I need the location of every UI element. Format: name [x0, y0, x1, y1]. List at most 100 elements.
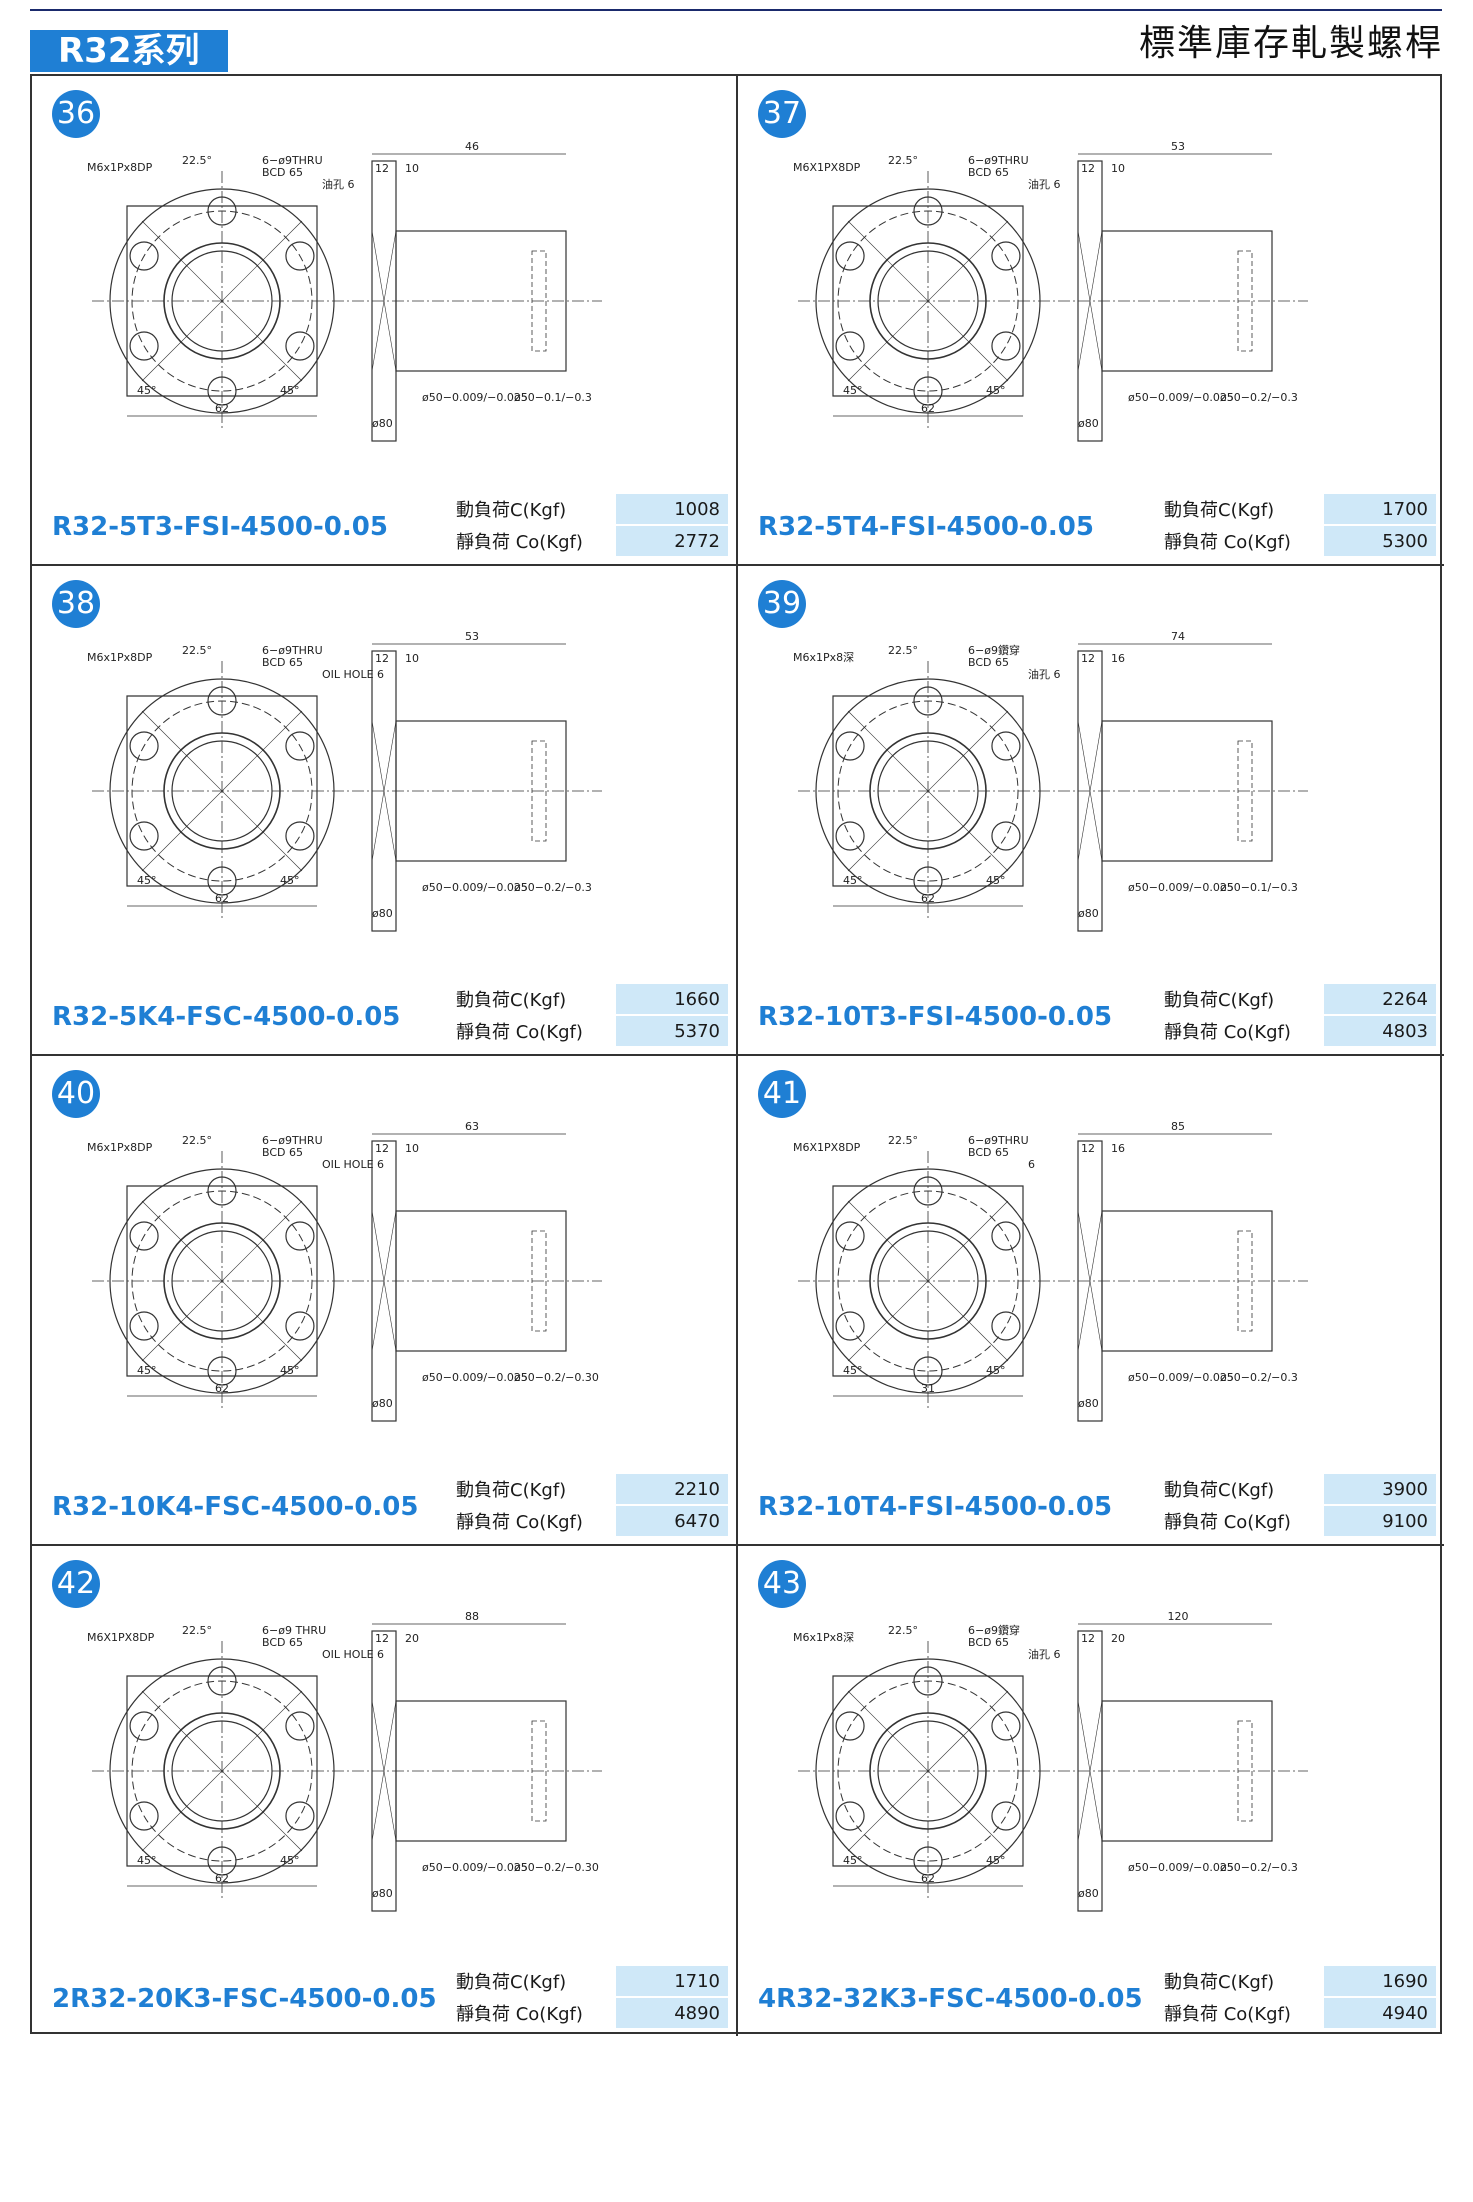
angle-note: 45° [280, 874, 300, 887]
angle-note: 45° [137, 1364, 157, 1377]
length-dimension: 53 [465, 630, 479, 643]
holes-note: 6−ø9 THRU [262, 1624, 326, 1637]
length-dimension: 88 [465, 1610, 479, 1623]
dynamic-load-value: 1700 [1324, 494, 1436, 526]
cross-line [371, 1210, 397, 1352]
angle-note: 22.5° [182, 1134, 212, 1147]
diameter-tolerance: ø50−0.2/−0.3 [1220, 1861, 1298, 1874]
width-dimension: 10 [1111, 162, 1125, 175]
mounting-hole [129, 1221, 159, 1251]
oil-hole-note: 油孔 6 [1028, 667, 1061, 681]
cross-line [371, 1700, 397, 1842]
item-number-badge: 41 [758, 1070, 806, 1118]
dynamic-load-label: 動負荷C(Kgf) [448, 1966, 616, 1998]
mounting-hole [991, 331, 1021, 361]
width-dimension: 31 [921, 1382, 935, 1395]
oil-hole-note: OIL HOLE 6 [322, 1158, 384, 1171]
width-dimension: 10 [405, 652, 419, 665]
width-dimension: 62 [921, 1872, 935, 1885]
mounting-hole [285, 1311, 315, 1341]
bcd-note: BCD 65 [262, 656, 303, 669]
static-load-value: 2772 [616, 525, 728, 558]
diag-line [141, 1200, 303, 1362]
angle-note: 45° [137, 874, 157, 887]
angle-note: 22.5° [888, 1624, 918, 1637]
mounting-hole [285, 331, 315, 361]
item-number-badge: 36 [52, 90, 100, 138]
flange-width-dimension: 12 [375, 162, 389, 175]
length-dimension: 53 [1171, 140, 1185, 153]
length-dimension: 85 [1171, 1120, 1185, 1133]
static-load-label: 靜負荷 Co(Kgf) [1156, 1015, 1324, 1048]
document-title: 標準庫存軋製螺桿 [1138, 23, 1443, 64]
load-table: 動負荷C(Kgf) 2210 靜負荷 Co(Kgf) 6470 [448, 1474, 728, 1538]
item-number-badge: 43 [758, 1560, 806, 1608]
diameter-tolerance: ø50−0.009/−0.025 [422, 391, 528, 404]
mounting-hole [129, 241, 159, 271]
mounting-hole [835, 1221, 865, 1251]
flange-diameter: ø80 [1078, 417, 1099, 430]
angle-note: 45° [986, 384, 1006, 397]
cross-line [1077, 230, 1103, 372]
static-load-value: 4890 [616, 1997, 728, 2030]
angle-note: 45° [843, 384, 863, 397]
static-load-value: 6470 [616, 1505, 728, 1538]
length-dimension: 46 [465, 140, 479, 153]
diag-line [847, 1690, 1009, 1852]
diameter-tolerance: ø50−0.2/−0.3 [1220, 1371, 1298, 1384]
holes-note: 6−ø9THRU [968, 154, 1029, 167]
angle-note: 45° [137, 384, 157, 397]
mounting-hole [835, 821, 865, 851]
flange-diameter: ø80 [1078, 1887, 1099, 1900]
mounting-hole [285, 731, 315, 761]
flange-width-dimension: 12 [1081, 1632, 1095, 1645]
diameter-tolerance: ø50−0.009/−0.025 [422, 881, 528, 894]
static-load-label: 靜負荷 Co(Kgf) [1156, 525, 1324, 558]
diameter-tolerance: ø50−0.1/−0.3 [1220, 881, 1298, 894]
model-number: R32-10T3-FSI-4500-0.05 [758, 1002, 1113, 1032]
width-dimension: 16 [1111, 652, 1125, 665]
dynamic-load-value: 1008 [616, 494, 728, 526]
static-load-label: 靜負荷 Co(Kgf) [448, 1997, 616, 2030]
diameter-tolerance: ø50−0.009/−0.025 [1128, 391, 1234, 404]
mounting-hole [991, 1221, 1021, 1251]
holes-note: 6−ø9THRU [262, 154, 323, 167]
bcd-note: BCD 65 [262, 166, 303, 179]
diameter-tolerance: ø50−0.2/−0.30 [514, 1371, 599, 1384]
thread-note: M6X1PX8DP [87, 1631, 155, 1644]
thread-note: M6X1PX8DP [793, 161, 861, 174]
oil-hole-note: 油孔 6 [1028, 177, 1061, 191]
item-number-badge: 42 [52, 1560, 100, 1608]
flange-width-dimension: 12 [375, 1142, 389, 1155]
cross-line [1077, 1700, 1103, 1842]
load-table: 動負荷C(Kgf) 1008 靜負荷 Co(Kgf) 2772 [448, 494, 728, 558]
load-table: 動負荷C(Kgf) 2264 靜負荷 Co(Kgf) 4803 [1156, 984, 1436, 1048]
item-number-badge: 39 [758, 580, 806, 628]
width-dimension: 16 [1111, 1142, 1125, 1155]
diag-line [847, 220, 1009, 382]
angle-note: 22.5° [888, 644, 918, 657]
dynamic-load-value: 3900 [1324, 1474, 1436, 1506]
width-dimension: 20 [1111, 1632, 1125, 1645]
flange-width-dimension: 12 [375, 1632, 389, 1645]
width-dimension: 62 [215, 892, 229, 905]
flange-width-dimension: 12 [1081, 1142, 1095, 1155]
thread-note: M6x1Px8深 [793, 651, 854, 664]
static-load-value: 4940 [1324, 1997, 1436, 2030]
mounting-hole [129, 1801, 159, 1831]
oil-hole-note: OIL HOLE 6 [322, 668, 384, 681]
static-load-label: 靜負荷 Co(Kgf) [448, 525, 616, 558]
model-number: R32-5T4-FSI-4500-0.05 [758, 512, 1094, 542]
load-table: 動負荷C(Kgf) 1710 靜負荷 Co(Kgf) 4890 [448, 1966, 728, 2030]
width-dimension: 10 [405, 162, 419, 175]
angle-note: 45° [843, 874, 863, 887]
static-load-value: 5300 [1324, 525, 1436, 558]
flange-width-dimension: 12 [375, 652, 389, 665]
